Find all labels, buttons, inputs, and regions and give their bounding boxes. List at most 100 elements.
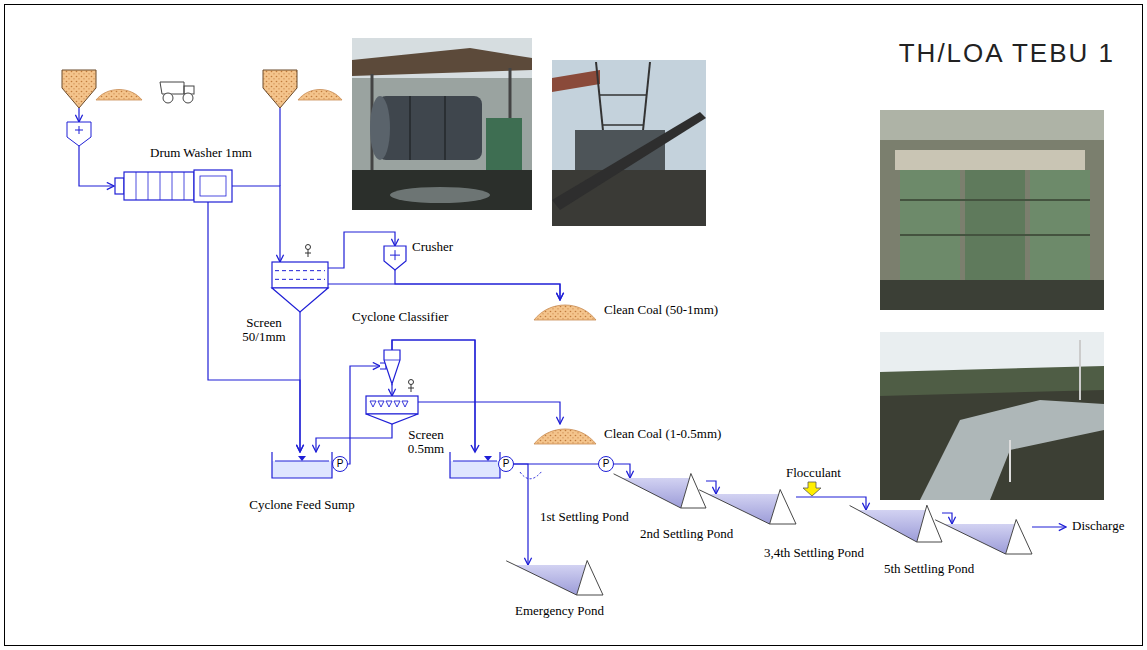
plant-photo bbox=[920, 400, 1104, 500]
coal-stockpile-symbol bbox=[534, 300, 596, 320]
pond-bank bbox=[515, 565, 577, 595]
sump-tank bbox=[453, 461, 497, 462]
settling-pond-symbol bbox=[622, 478, 706, 508]
equipment-label: Cyclone Classifier bbox=[352, 310, 448, 324]
sump-tank bbox=[450, 461, 500, 478]
settling-pond-symbol bbox=[708, 494, 796, 524]
flow-line bbox=[1032, 526, 1066, 527]
coal-stockpile: Clean Coal (50-1mm) bbox=[534, 300, 596, 320]
flow-line bbox=[796, 497, 866, 510]
frame-border bbox=[5, 5, 1143, 646]
plant-photo bbox=[900, 199, 1090, 201]
plant-photo bbox=[603, 124, 643, 126]
plant-photo bbox=[965, 170, 1025, 280]
plant-photo bbox=[900, 170, 960, 280]
screen-hopper bbox=[366, 414, 418, 424]
drum-washer-symbol bbox=[148, 172, 149, 200]
pond-water bbox=[622, 478, 690, 508]
dump-truck bbox=[183, 93, 193, 103]
coal-stockpile-symbol bbox=[534, 305, 596, 320]
hydrocyclone: Cyclone Classifier bbox=[380, 350, 404, 384]
equipment-label: 5th Settling Pond bbox=[884, 562, 974, 576]
plant-photo bbox=[1009, 440, 1011, 482]
equipment-label: Emergency Pond bbox=[515, 604, 604, 618]
vibrating-screen: Screen 0.5mm bbox=[366, 396, 418, 424]
pond-water bbox=[515, 565, 586, 595]
feed-hopper bbox=[62, 70, 96, 108]
flow-line bbox=[392, 340, 630, 478]
plant-photo bbox=[390, 187, 490, 203]
flow-line bbox=[418, 402, 560, 424]
discharge-label: Discharge bbox=[1072, 519, 1124, 533]
screen-hopper bbox=[272, 288, 328, 312]
plant-photo bbox=[880, 332, 1104, 500]
screen-deck bbox=[366, 396, 418, 414]
plant-photo bbox=[370, 96, 390, 160]
plant-photo bbox=[378, 96, 482, 160]
pond-bank bbox=[708, 494, 770, 524]
flow-line bbox=[232, 186, 280, 262]
settling-pond-symbol bbox=[858, 510, 942, 542]
pond-water bbox=[708, 494, 779, 524]
pond-bank bbox=[944, 524, 1006, 554]
pond-bank bbox=[506, 561, 515, 565]
pond-bank bbox=[699, 490, 708, 494]
drum-washer-symbol bbox=[172, 172, 173, 200]
dosing-label: Flocculant bbox=[786, 466, 841, 480]
dosing-arrow bbox=[803, 482, 821, 496]
flow-line bbox=[328, 284, 560, 300]
vibrating-screen-symbol bbox=[366, 396, 418, 424]
plant-photo bbox=[352, 48, 532, 76]
pond-dam bbox=[577, 561, 603, 596]
dump-truck bbox=[160, 82, 184, 94]
flow-line bbox=[299, 312, 300, 452]
flow-line bbox=[279, 108, 280, 186]
plant-photo bbox=[880, 332, 1104, 372]
operator-icon bbox=[408, 388, 414, 389]
equipment-label: Crusher bbox=[412, 240, 453, 254]
drum-washer-symbol bbox=[194, 170, 232, 202]
drum-washer-symbol bbox=[184, 172, 185, 200]
operator-icon bbox=[409, 380, 414, 385]
screen-deck bbox=[275, 270, 325, 271]
plant-photo bbox=[880, 366, 1104, 396]
pond-dam bbox=[917, 505, 942, 542]
screen-deck bbox=[402, 401, 408, 407]
flow-line bbox=[395, 270, 560, 300]
settling-pond: 1st Settling Pond bbox=[622, 478, 706, 508]
operator-icon bbox=[306, 245, 311, 250]
diagram-title: TH/LOA TEBU 1 bbox=[899, 38, 1115, 69]
plant-photo bbox=[1079, 340, 1081, 400]
coal-stockpile-symbol bbox=[534, 429, 596, 444]
plant-photo bbox=[552, 70, 600, 92]
crusher-symbol bbox=[384, 246, 406, 270]
sump-tank-symbol bbox=[272, 452, 332, 478]
crusher: Crusher bbox=[384, 246, 406, 270]
hydrocyclone-symbol bbox=[380, 350, 404, 384]
pond-bank bbox=[858, 510, 917, 542]
pump-symbol: P bbox=[598, 456, 614, 472]
flow-line bbox=[392, 340, 528, 565]
sump-tank: Cyclone Feed Sump bbox=[272, 452, 332, 478]
plant-photo bbox=[600, 94, 646, 96]
coal-stockpile bbox=[96, 90, 142, 101]
equipment-label: Drum Washer 1mm bbox=[150, 146, 252, 160]
plant-photo bbox=[352, 170, 532, 210]
pond-bank bbox=[935, 520, 944, 524]
feed-hopper bbox=[263, 70, 297, 108]
sump-tank bbox=[450, 452, 500, 478]
drum-washer: Drum Washer 1mm bbox=[115, 170, 232, 202]
pond-dam bbox=[770, 490, 796, 525]
coal-stockpile: Clean Coal (1-0.5mm) bbox=[534, 424, 596, 444]
feeder-symbol bbox=[79, 126, 80, 134]
vibrating-screen-symbol bbox=[272, 262, 328, 312]
coal-stockpile-symbol bbox=[534, 424, 596, 444]
emergency-pond: Emergency Pond bbox=[515, 565, 603, 595]
equipment-label: 1st Settling Pond bbox=[540, 510, 629, 524]
valve-mark bbox=[520, 471, 542, 479]
settling-pond: 3,4th Settling Pond bbox=[858, 510, 942, 542]
equipment-label: 2nd Settling Pond bbox=[640, 527, 733, 541]
equipment-label: Cyclone Feed Sump bbox=[249, 498, 354, 512]
